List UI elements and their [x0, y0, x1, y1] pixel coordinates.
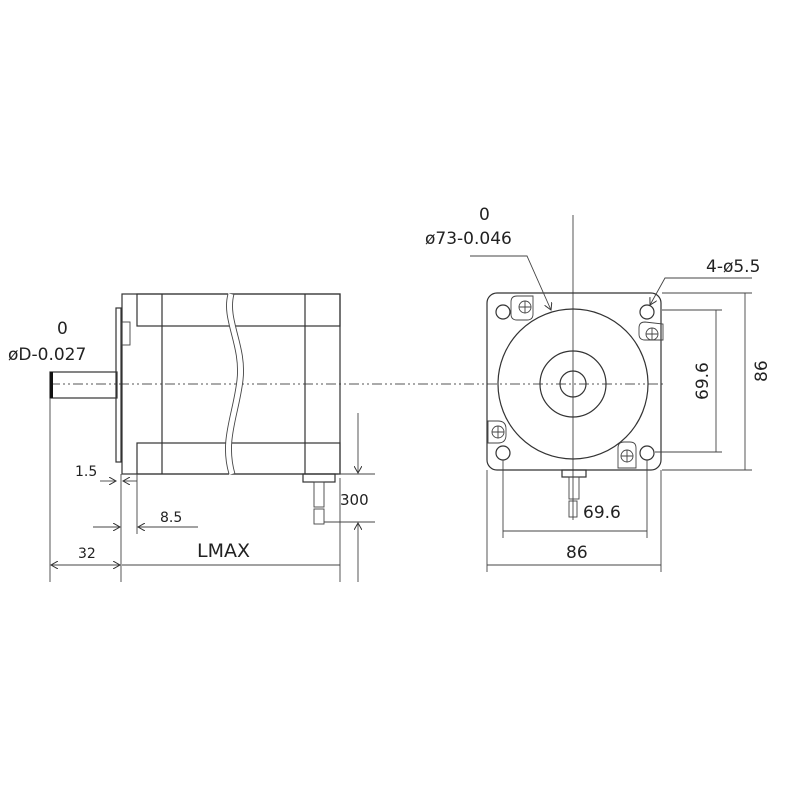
break-line [225, 293, 244, 475]
connector [561, 469, 587, 478]
connector [302, 473, 336, 483]
dim-body-length: LMAX [197, 540, 250, 562]
bottom-band [136, 442, 341, 475]
pilot-tolerance: ø73-0.046 [425, 229, 512, 249]
front-view: 0 ø73-0.046 4-ø5.5 69.6 86 69.6 86 [425, 205, 772, 572]
flange-plate [115, 307, 122, 463]
dim-hole-spacing-vertical: 69.6 [693, 362, 713, 400]
shaft-tolerance: øD-0.027 [8, 345, 86, 365]
dim-body-height: 86 [752, 360, 772, 382]
dim-lead-length: 300 [340, 491, 369, 509]
dim-boss: 8.5 [160, 510, 182, 526]
side-view: 0 øD-0.027 1.5 8.5 32 LMAX 300 [8, 293, 375, 582]
screw-tabs [487, 295, 664, 469]
shaft-circle [559, 370, 587, 398]
mounting-hole [495, 304, 511, 320]
mounting-hole [639, 304, 655, 320]
dim-body-width: 86 [566, 543, 588, 563]
top-band [136, 293, 341, 327]
mounting-hole [495, 445, 511, 461]
mounting-hole [639, 445, 655, 461]
dim-flange: 1.5 [75, 464, 97, 480]
pilot-circle [497, 308, 649, 460]
shaft-tolerance-upper: 0 [57, 319, 68, 339]
dim-shaft-length: 32 [78, 546, 96, 562]
mounting-holes-label: 4-ø5.5 [706, 257, 760, 277]
dim-hole-spacing-horizontal: 69.6 [583, 503, 621, 523]
shaft [49, 371, 118, 399]
pilot-tolerance-upper: 0 [479, 205, 490, 225]
